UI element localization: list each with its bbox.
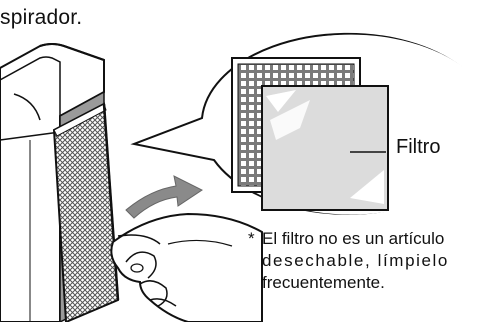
- note-line-3: frecuentemente.: [262, 273, 385, 292]
- filter-label: Filtro: [396, 136, 441, 158]
- note-asterisk: *: [248, 229, 255, 248]
- header-text: spirador.: [0, 6, 83, 29]
- filter-panel-icon: [52, 102, 120, 322]
- note-line-1: El filtro no es un artículo: [262, 229, 445, 248]
- note-text: * El filtro no es un artículo desechable…: [248, 228, 500, 294]
- arrow-icon: [125, 175, 203, 219]
- note-line-2: desechable, límpielo: [262, 251, 449, 270]
- hand-icon: [110, 212, 263, 322]
- filter-icon: [231, 57, 389, 211]
